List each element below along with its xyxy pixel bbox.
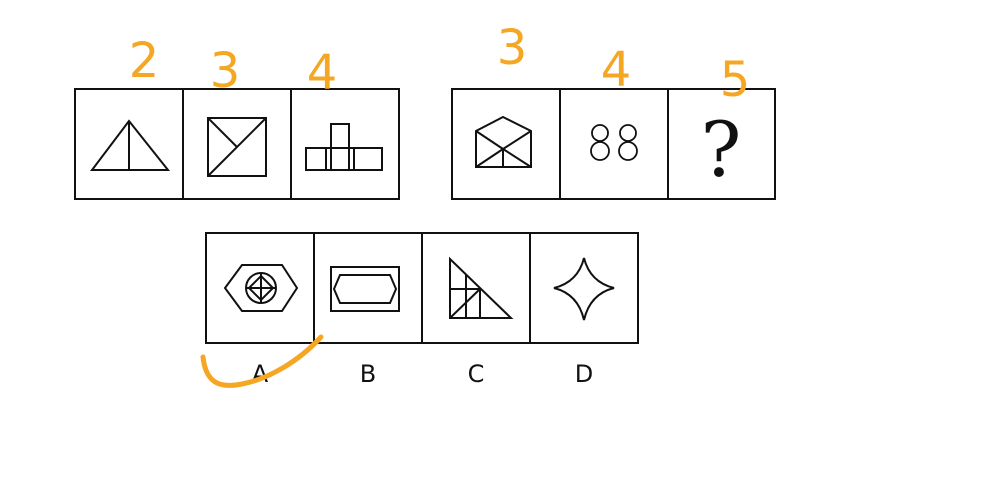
four-circles-icon <box>590 124 638 161</box>
handwritten-count-panel-3: 4 <box>307 45 338 101</box>
group1-frame <box>74 88 400 200</box>
four-point-star-icon[interactable] <box>553 257 615 321</box>
sequence-group-1 <box>74 88 400 200</box>
rectangle-with-beveled-inset-icon[interactable] <box>330 266 400 312</box>
group2-frame <box>451 88 776 200</box>
stepped-blocks-icon <box>305 123 383 171</box>
square-diagonals-icon <box>207 117 267 177</box>
handwritten-count-panel-6: 5 <box>720 52 751 108</box>
handwritten-annotations: 2 3 4 3 4 5 <box>129 20 751 388</box>
triangle-split-icon <box>89 119 171 171</box>
option-label-c: C <box>468 360 485 388</box>
right-triangle-with-lines-icon[interactable] <box>449 256 514 319</box>
sequence-group-2 <box>451 88 776 200</box>
option-label-b: B <box>360 360 376 388</box>
option-label-d: D <box>575 360 593 388</box>
handwritten-count-panel-1: 2 <box>129 33 160 89</box>
cube-pentagon-icon <box>475 115 532 168</box>
options-row <box>205 232 639 344</box>
hexagon-with-circle-cross-icon[interactable] <box>223 264 299 312</box>
handwritten-count-panel-4: 3 <box>497 20 528 76</box>
question-mark: ? <box>701 105 742 194</box>
handwritten-count-panel-5: 4 <box>601 42 632 98</box>
handwritten-count-panel-2: 3 <box>210 43 241 99</box>
selection-check-mark <box>200 334 324 388</box>
